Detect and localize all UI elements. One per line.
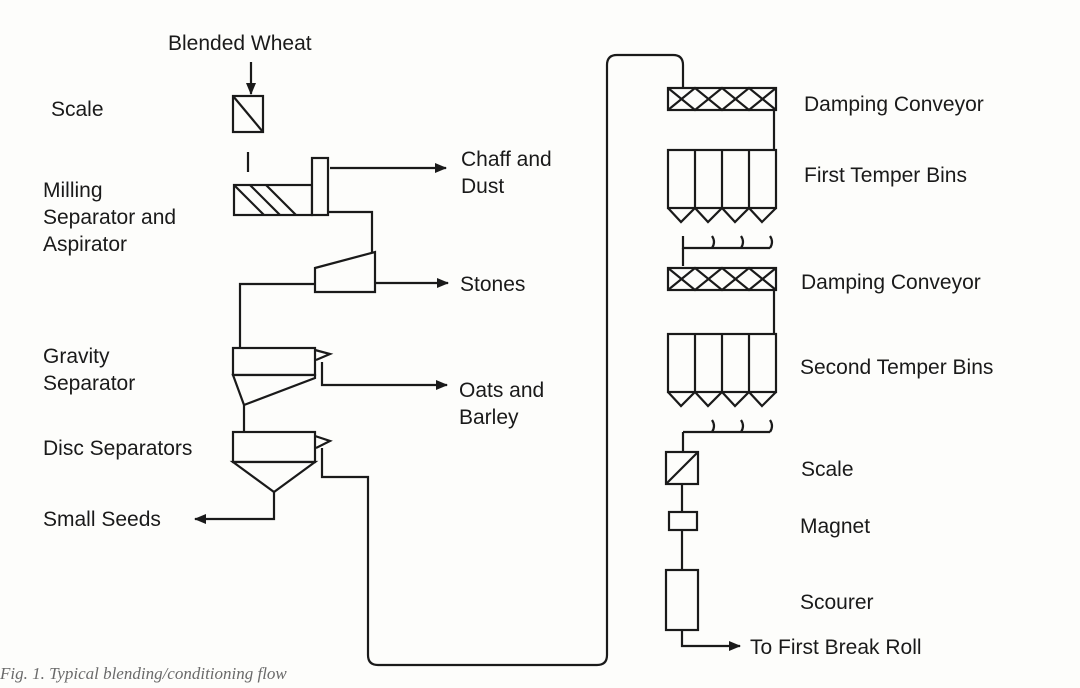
label-stones: Stones	[460, 273, 526, 296]
label-blended-wheat: Blended Wheat	[168, 32, 312, 55]
milling-separator-icon	[232, 183, 314, 217]
transfer-line	[320, 53, 685, 667]
label-damping-conveyor-2: Damping Conveyor	[801, 271, 981, 294]
scale-top-icon	[231, 94, 265, 134]
gravity-separator-icon	[231, 346, 334, 407]
second-temper-bins-icon	[666, 332, 778, 408]
damping-conveyor-2-icon	[666, 266, 778, 292]
label-gravity-separator: Gravity Separator	[43, 345, 136, 395]
damping-conveyor-1-icon	[666, 86, 778, 112]
scale-bottom-icon	[664, 450, 700, 486]
label-damping-conveyor-1: Damping Conveyor	[804, 93, 984, 116]
label-first-temper-bins: First Temper Bins	[804, 164, 967, 187]
bin2-collector-line	[683, 419, 774, 434]
first-break-arrow	[680, 630, 741, 651]
label-chaff-dust: Chaff and Dust	[461, 148, 552, 198]
bin1-collector-line	[681, 235, 774, 250]
label-to-first-break-roll: To First Break Roll	[750, 636, 922, 659]
label-scourer: Scourer	[800, 591, 874, 614]
figure-caption: Fig. 1. Typical blending/conditioning fl…	[0, 664, 287, 683]
first-temper-bins-icon	[666, 148, 778, 224]
label-disc-separators: Disc Separators	[43, 437, 193, 460]
label-second-temper-bins: Second Temper Bins	[800, 356, 994, 379]
small-seeds-arrow	[194, 492, 276, 524]
label-milling-separator: Milling Separator and Aspirator	[43, 179, 177, 256]
label-scale-top: Scale	[51, 98, 104, 121]
stoner-icon	[313, 250, 377, 294]
label-oats-barley: Oats and Barley	[459, 379, 545, 429]
label-small-seeds: Small Seeds	[43, 508, 161, 531]
stoner-to-gravity-line	[238, 282, 315, 348]
magnet-icon	[667, 510, 699, 532]
oats-arrow	[320, 362, 448, 390]
label-scale-bottom: Scale	[801, 458, 854, 481]
scourer-icon	[664, 568, 700, 632]
separator-to-stoner-line	[328, 210, 374, 253]
disc-separator-icon	[229, 430, 333, 494]
label-magnet: Magnet	[800, 515, 871, 538]
aspirator-column-icon	[310, 156, 330, 217]
